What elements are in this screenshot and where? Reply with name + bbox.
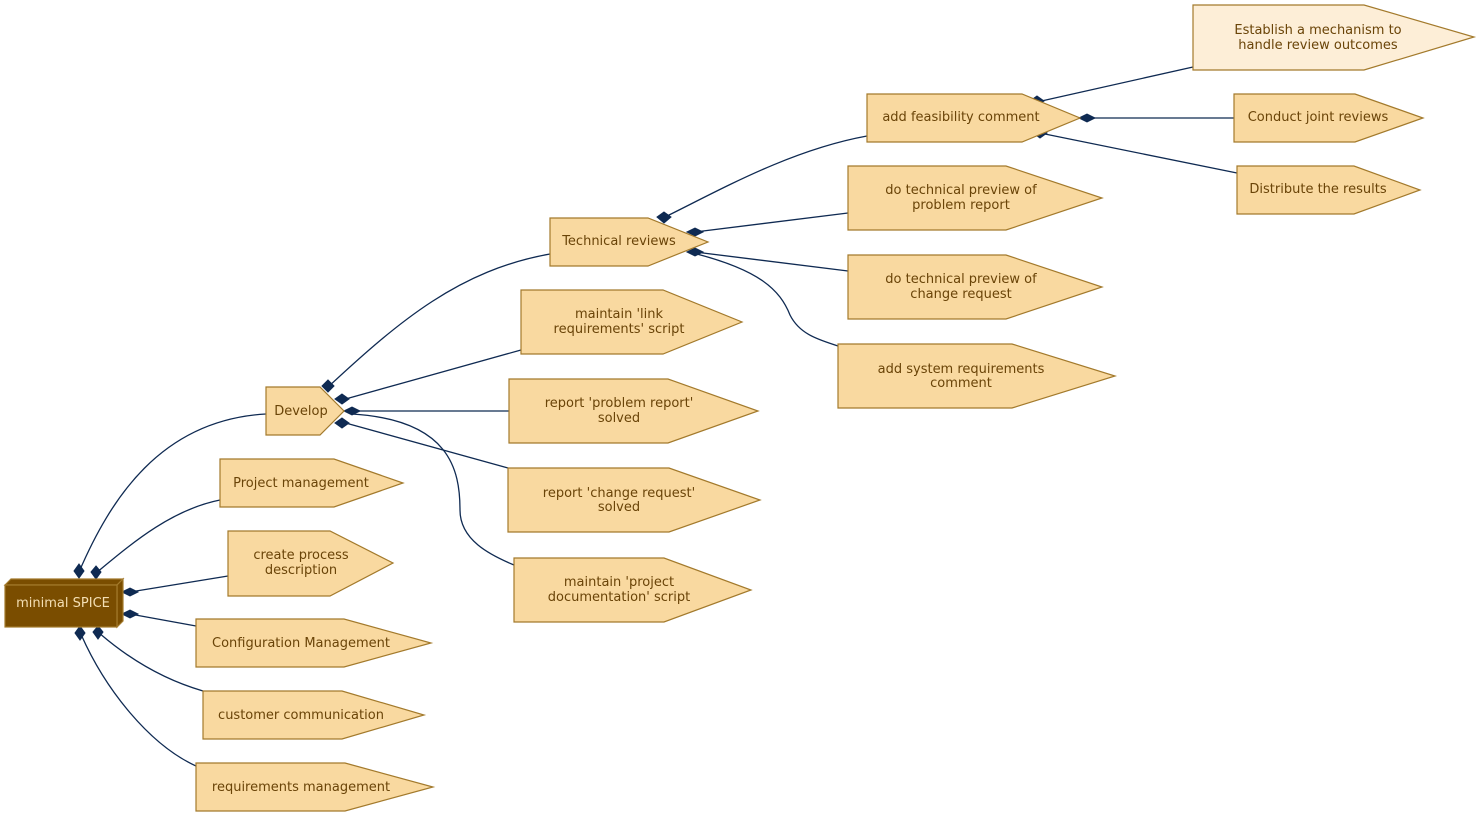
node-report-change-request-solved[interactable]: report 'change request' solved <box>507 467 762 533</box>
node-distribute-results[interactable]: Distribute the results <box>1236 165 1422 215</box>
diamond-icon <box>92 625 104 640</box>
node-label: report 'problem report' <box>545 396 694 411</box>
diamond-icon <box>656 211 672 224</box>
node-label: add system requirements <box>878 362 1045 377</box>
edge-root-configuration <box>129 613 197 627</box>
node-label: Configuration Management <box>212 636 390 651</box>
edge-technical-system-requirements <box>692 252 839 347</box>
node-create-process-description[interactable]: create process description <box>227 530 395 597</box>
edge-develop-change-request <box>341 421 509 469</box>
node-label: requirements' script <box>554 322 685 337</box>
edge-root-project-management <box>95 499 221 574</box>
root-node-minimal-spice[interactable]: minimal SPICE <box>3 577 125 629</box>
node-establish-mechanism[interactable]: Establish a mechanism to handle review o… <box>1192 4 1477 71</box>
node-report-problem-report-solved[interactable]: report 'problem report' solved <box>508 378 760 444</box>
node-label: do technical preview of <box>885 183 1037 198</box>
node-add-feasibility-comment[interactable]: add feasibility comment <box>866 93 1082 143</box>
edge-develop-link-requirements <box>341 349 522 401</box>
diamond-icon <box>73 563 85 579</box>
node-label: documentation' script <box>548 590 690 605</box>
edge-root-customer-communication <box>97 631 204 692</box>
node-label: description <box>265 563 337 578</box>
diamond-icon <box>685 247 705 257</box>
edge-root-create-process <box>129 575 229 593</box>
node-technical-reviews[interactable]: Technical reviews <box>549 217 710 267</box>
edge-develop-technical-reviews <box>326 253 551 389</box>
node-project-management[interactable]: Project management <box>219 458 405 508</box>
node-label: do technical preview of <box>885 272 1037 287</box>
diamond-icon <box>74 625 86 641</box>
diamond-icon <box>342 406 362 416</box>
edge-technical-preview-problem <box>694 212 849 233</box>
diamond-icon <box>321 379 335 393</box>
diamond-icon <box>1077 113 1097 123</box>
root-label: minimal SPICE <box>16 596 110 611</box>
node-label: Conduct joint reviews <box>1248 110 1389 125</box>
diamond-icon <box>120 587 140 597</box>
edge-root-requirements <box>79 631 197 767</box>
node-label: problem report <box>912 198 1010 213</box>
node-label: maintain 'link <box>575 307 664 322</box>
node-label: maintain 'project <box>564 575 674 590</box>
node-label: solved <box>598 500 640 515</box>
node-label: solved <box>598 411 640 426</box>
node-label: requirements management <box>212 780 390 795</box>
diamond-icon <box>685 227 705 237</box>
node-requirements-management[interactable]: requirements management <box>195 762 436 812</box>
diamond-icon <box>334 393 350 405</box>
diamond-icon <box>334 417 350 429</box>
node-develop[interactable]: Develop <box>265 386 345 436</box>
node-label: Establish a mechanism to <box>1234 23 1401 38</box>
aggregation-markers <box>73 95 1097 641</box>
node-label: customer communication <box>218 708 384 723</box>
node-maintain-link-requirements[interactable]: maintain 'link requirements' script <box>520 289 744 355</box>
node-add-system-requirements-comment[interactable]: add system requirements comment <box>837 343 1118 409</box>
diamond-icon <box>120 609 140 619</box>
edge-develop-project-documentation <box>351 413 515 566</box>
edge-feasibility-establish <box>1036 66 1194 103</box>
node-label: Technical reviews <box>561 234 676 249</box>
node-technical-preview-change-request[interactable]: do technical preview of change request <box>847 254 1104 320</box>
node-label: report 'change request' <box>543 486 695 501</box>
edge-root-develop <box>78 413 267 573</box>
node-technical-preview-problem-report[interactable]: do technical preview of problem report <box>847 165 1104 231</box>
node-conduct-joint-reviews[interactable]: Conduct joint reviews <box>1233 93 1425 143</box>
node-label: change request <box>910 287 1011 302</box>
edge-feasibility-distribute <box>1039 132 1238 174</box>
node-configuration-management[interactable]: Configuration Management <box>195 618 434 668</box>
edge-technical-add-feasibility <box>662 135 868 219</box>
edge-technical-preview-change <box>694 251 849 272</box>
node-label: handle review outcomes <box>1238 38 1398 53</box>
node-label: create process <box>253 548 349 563</box>
diamond-icon <box>90 565 102 580</box>
node-customer-communication[interactable]: customer communication <box>202 690 427 740</box>
node-label: add feasibility comment <box>882 110 1039 125</box>
node-label: Distribute the results <box>1249 182 1386 197</box>
node-maintain-project-documentation[interactable]: maintain 'project documentation' script <box>513 557 753 623</box>
edges <box>78 66 1238 767</box>
node-label: Develop <box>274 404 328 419</box>
node-label: comment <box>930 376 992 391</box>
node-label: Project management <box>233 476 369 491</box>
